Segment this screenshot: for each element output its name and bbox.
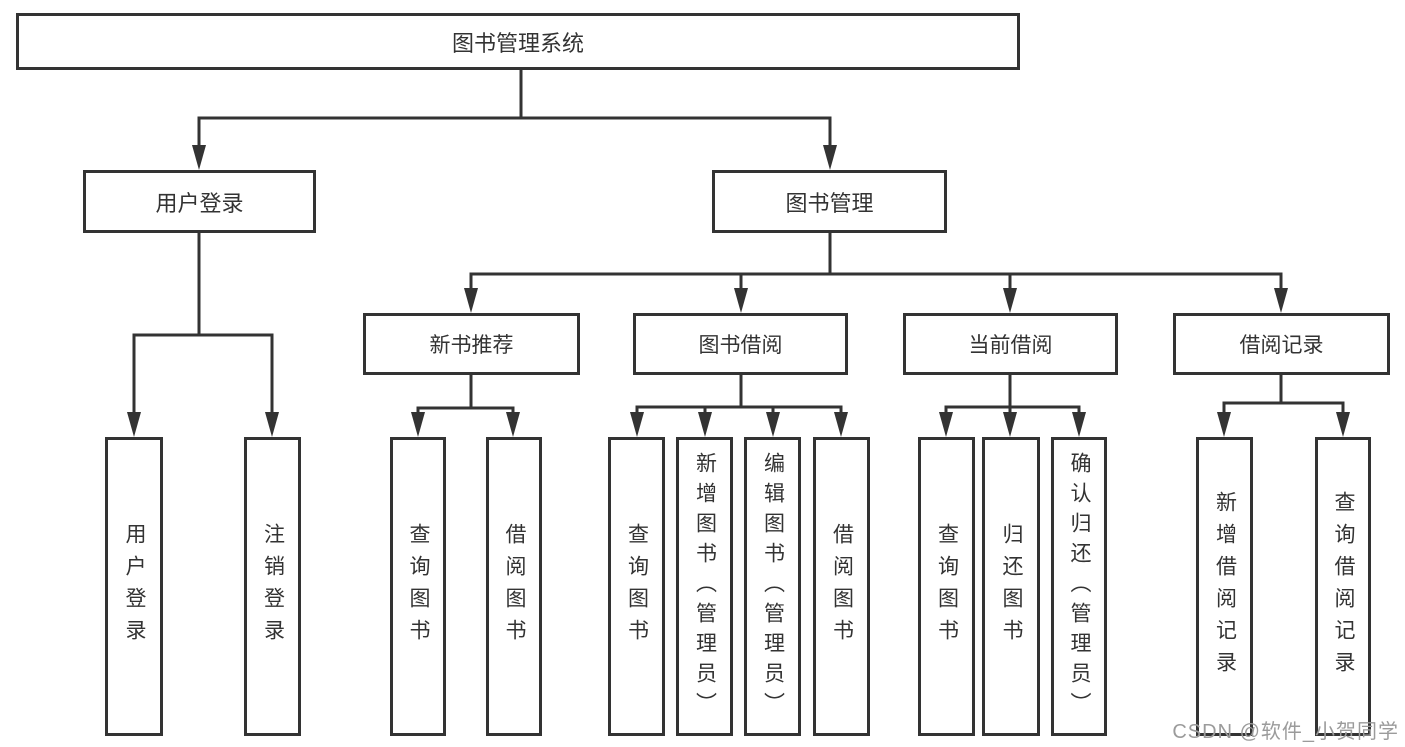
leaf-query-books-recommend: 查询图书 [390, 437, 446, 736]
leaf-query-books-current: 查询图书 [918, 437, 975, 736]
node-new-book-recommend: 新书推荐 [363, 313, 580, 375]
leaf-borrow-books: 借阅图书 [813, 437, 870, 736]
node-book-borrow: 图书借阅 [633, 313, 848, 375]
leaf-add-borrow-record: 新增借阅记录 [1196, 437, 1253, 736]
leaf-add-books-admin: 新增图书（管理员） [676, 437, 733, 736]
leaf-query-borrow-record: 查询借阅记录 [1315, 437, 1371, 736]
leaf-confirm-return-admin: 确认归还（管理员） [1051, 437, 1107, 736]
leaf-logout: 注销登录 [244, 437, 301, 736]
leaf-return-books: 归还图书 [982, 437, 1040, 736]
node-borrow-records: 借阅记录 [1173, 313, 1390, 375]
node-user-login: 用户登录 [83, 170, 316, 233]
csdn-watermark: CSDN @软件_小贺同学 [1172, 721, 1399, 743]
node-current-borrow: 当前借阅 [903, 313, 1118, 375]
node-book-management: 图书管理 [712, 170, 947, 233]
leaf-user-login: 用户登录 [105, 437, 163, 736]
leaf-borrow-books-recommend: 借阅图书 [486, 437, 542, 736]
leaf-edit-books-admin: 编辑图书（管理员） [744, 437, 801, 736]
node-library-management-system: 图书管理系统 [16, 13, 1020, 70]
leaf-query-books-borrow: 查询图书 [608, 437, 665, 736]
